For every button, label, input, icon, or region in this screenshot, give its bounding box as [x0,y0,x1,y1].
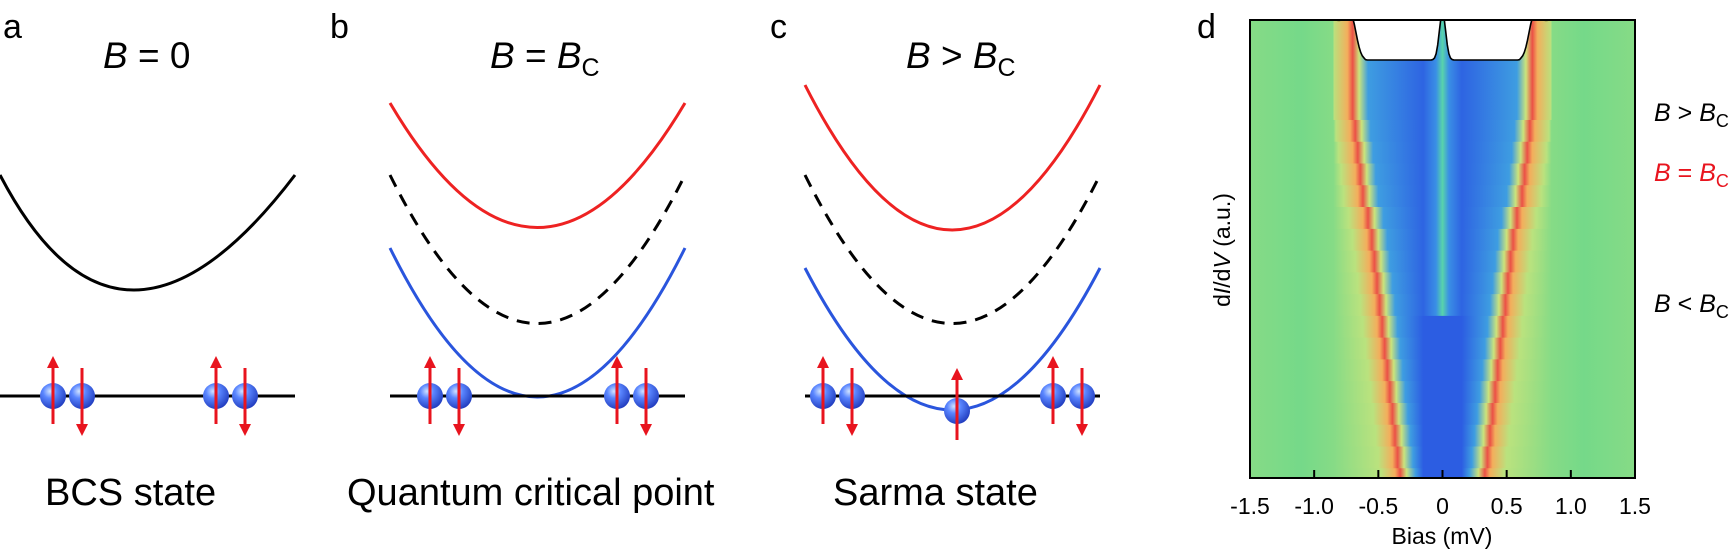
x-tick-label: -0.5 [1359,493,1399,519]
x-axis-label: Bias (mV) [1392,523,1493,549]
unpaired-electron [944,368,970,440]
x-tick-label: 0.5 [1491,493,1523,519]
x-tick-label: -1.5 [1230,493,1270,519]
spin-down-band [388,247,687,399]
y-axis-label: dI/dV (a.u.) [1209,193,1235,307]
panel-b-title: B = BC [490,35,600,82]
cooper-pair-left [417,356,472,436]
x-axis: -1.5 -1.0 -0.5 0 0.5 1.0 1.5 [1230,470,1651,519]
annotation-below-critical: B < BC [1654,290,1729,322]
annotation-above-critical: B > BC [1654,99,1729,131]
panel-b-caption: Quantum critical point [347,472,715,514]
cooper-pair-left [40,356,95,436]
x-tick-label: -1.0 [1294,493,1334,519]
panel-label-d: d [1197,8,1216,46]
x-tick-label: 1.0 [1555,493,1587,519]
spin-up-band [388,102,687,229]
panel-label-b: b [330,8,349,46]
x-tick-label: 1.5 [1619,493,1651,519]
panel-c: c B > BC Sarma state [770,8,1102,514]
panel-b: b B = BC Quantum critical point [330,8,715,514]
panel-label-a: a [3,8,22,46]
cooper-pair-right [203,356,258,436]
cooper-pair-right [1040,356,1095,436]
cooper-pair-left [810,356,865,436]
normal-band [388,174,687,325]
normal-band [803,174,1102,325]
annotation-critical: B = BC [1654,159,1729,191]
panel-label-c: c [770,8,787,46]
panel-c-title: B > BC [906,35,1016,82]
band-curve [0,174,297,292]
spectrum-fill [1250,20,1635,120]
panel-a-title: B = 0 [103,35,190,76]
spectra-waterfall [1250,20,1635,478]
panel-c-caption: Sarma state [833,472,1038,514]
spin-up-band [803,84,1102,232]
cooper-pair-right [604,356,659,436]
panel-a: a B = 0 BCS state [0,8,297,514]
panel-d: d -1.5 -1.0 -0.5 0 0.5 1.0 1.5 Bias (mV) dI/dV… [1197,8,1729,549]
x-tick-label: 0 [1436,493,1449,519]
panel-a-caption: BCS state [45,472,216,514]
